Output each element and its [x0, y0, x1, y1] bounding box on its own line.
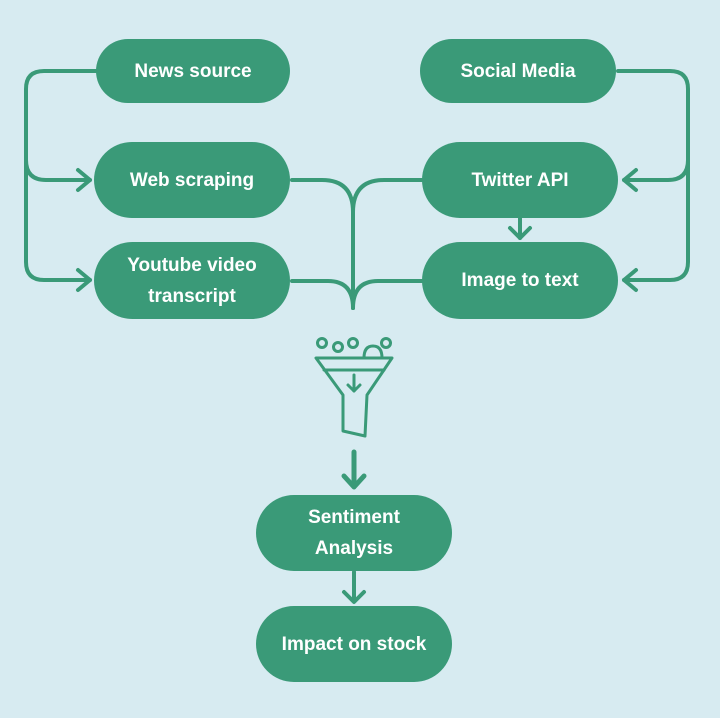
node-web-scraping: Web scraping [94, 142, 290, 218]
node-sentiment-analysis: Sentiment Analysis [256, 495, 452, 571]
arrowhead-youtube-transcript [76, 268, 92, 292]
funnel-filter-icon [314, 337, 394, 438]
node-youtube-transcript: Youtube video transcript [94, 242, 290, 319]
arrowhead-image-to-text [622, 268, 638, 292]
connector-left-rail-to-web-scraping [24, 158, 92, 182]
merge-twitter-api [351, 178, 424, 214]
merge-web-scraping [290, 178, 355, 310]
node-news-source: News source [96, 39, 290, 103]
connector-right-rail-to-twitter [622, 158, 690, 182]
connector-social-to-right-rail [616, 69, 690, 282]
connector-news-to-left-rail [24, 69, 98, 282]
arrowhead-web-scraping [76, 168, 92, 192]
arrowhead-twitter-to-image [508, 226, 532, 240]
merge-image-to-text [351, 279, 424, 310]
arrowhead-twitter-api [622, 168, 638, 192]
node-twitter-api: Twitter API [422, 142, 618, 218]
merge-youtube [290, 279, 355, 310]
arrowhead-impact [342, 590, 366, 604]
node-image-to-text: Image to text [422, 242, 618, 319]
arrowhead-sentiment [341, 473, 367, 490]
node-social-media: Social Media [420, 39, 616, 103]
node-impact-on-stock: Impact on stock [256, 606, 452, 682]
